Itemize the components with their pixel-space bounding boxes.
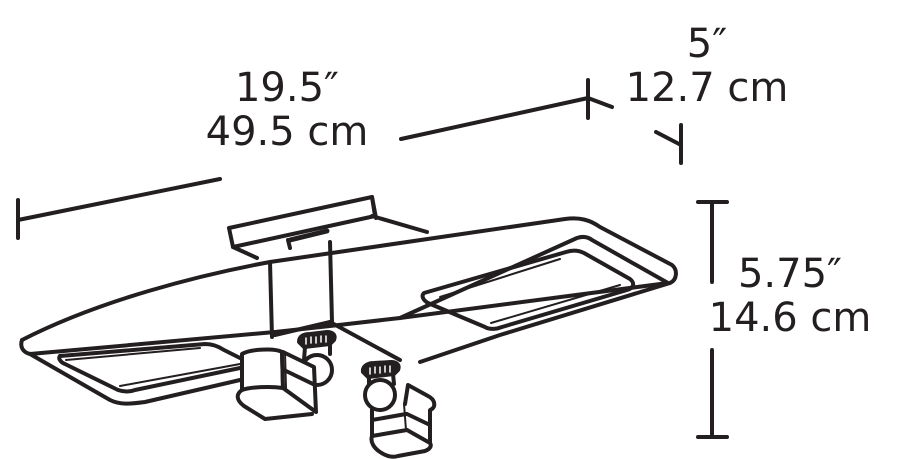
length-imperial: 19.5″ (234, 65, 339, 111)
depth-dimension-label: 5″ 12.7 cm (612, 22, 802, 110)
mounting-bracket (227, 195, 429, 260)
length-dimension-line (16, 78, 590, 240)
center-stem (268, 240, 402, 362)
depth-imperial: 5″ (686, 21, 728, 67)
height-dimension-label: 5.75″ 14.6 cm (700, 252, 880, 340)
depth-dimension-line (586, 96, 683, 165)
height-metric: 14.6 cm (708, 295, 872, 341)
length-metric: 49.5 cm (205, 109, 369, 155)
fixture-housing (19, 216, 678, 406)
height-dimension-line (696, 200, 729, 439)
left-sensor-head (235, 330, 337, 421)
height-imperial: 5.75″ (737, 251, 842, 297)
length-dimension-label: 19.5″ 49.5 cm (192, 66, 382, 154)
right-sensor-head (360, 360, 437, 459)
depth-metric: 12.7 cm (625, 65, 789, 111)
